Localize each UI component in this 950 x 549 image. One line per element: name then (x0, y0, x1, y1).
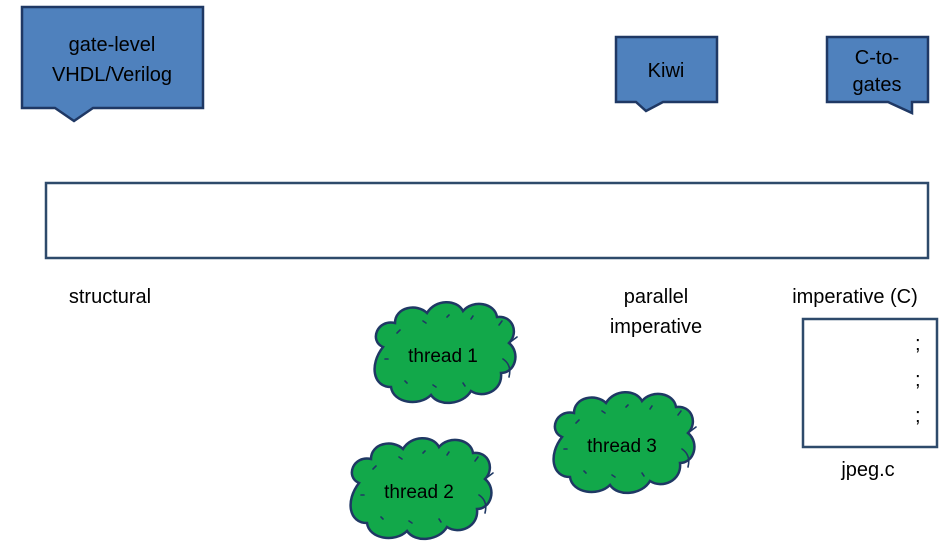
thread-label: thread 2 (384, 482, 454, 503)
callout-line: gate-level (69, 34, 156, 56)
code-line: ; (915, 369, 921, 391)
callout-line: Kiwi (648, 60, 685, 82)
code-line: ; (915, 405, 921, 427)
source-file-box (801, 317, 939, 449)
label-imperative-c: imperative (C) (792, 286, 918, 308)
thread-label: thread 3 (587, 436, 657, 457)
label-imperative: imperative (610, 316, 702, 338)
spectrum-bar (44, 181, 930, 260)
callout-gate-level: gate-level VHDL/Verilog (20, 5, 205, 123)
callout-line: gates (853, 74, 902, 96)
thread-cloud-1: thread 1 (373, 300, 518, 405)
source-file: ; ; ; jpeg.c (801, 317, 939, 481)
thread-cloud-2: thread 2 (349, 436, 494, 541)
callout-line: VHDL/Verilog (52, 64, 172, 86)
label-structural: structural (69, 286, 151, 308)
thread-label: thread 1 (408, 346, 478, 367)
callout-kiwi: Kiwi (614, 35, 719, 113)
callout-shape (614, 35, 719, 113)
code-line: ; (915, 333, 921, 355)
callout-shape (20, 5, 205, 123)
callout-c-to-gates: C-to- gates (825, 35, 930, 115)
source-filename: jpeg.c (840, 459, 894, 481)
callout-line: C-to- (855, 47, 899, 69)
thread-cloud-3: thread 3 (552, 390, 697, 495)
label-parallel: parallel (624, 286, 688, 308)
callout-shape (825, 35, 930, 115)
